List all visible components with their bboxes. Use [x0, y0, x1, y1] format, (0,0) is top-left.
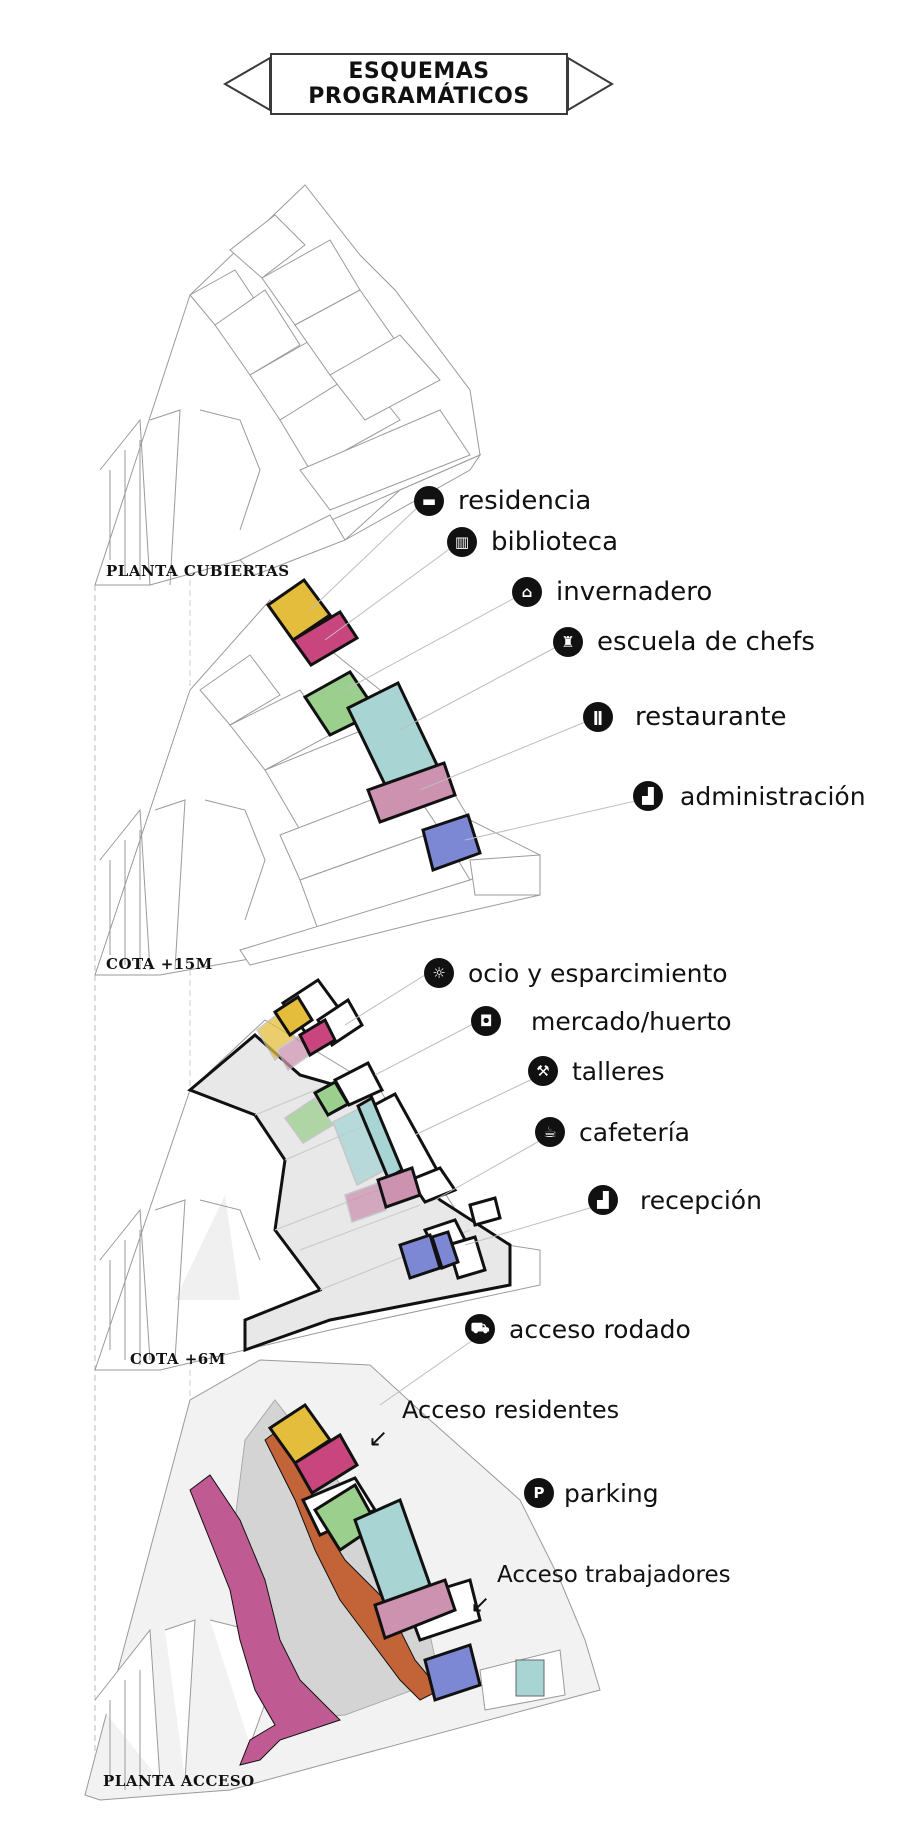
- legend-item-biblioteca: ▥ biblioteca: [447, 527, 618, 557]
- legend-label-talleres: talleres: [572, 1056, 665, 1086]
- block-recepcion-6: [430, 1230, 460, 1270]
- legend-item-talleres: ⚒ talleres: [528, 1056, 665, 1086]
- shopping-bag-icon: ◘: [471, 1006, 501, 1036]
- legend-label-acceso-rodado: acceso rodado: [509, 1314, 691, 1344]
- desk-icon: ▟: [633, 781, 663, 811]
- block-biblioteca-6: [298, 1017, 337, 1058]
- legend-item-mercado: ◘ mercado/huerto: [471, 1006, 732, 1036]
- arrow-down-left-icon: ↙: [368, 1424, 389, 1452]
- block-residencia-15: [265, 577, 333, 643]
- block-residencia-6: [272, 994, 315, 1038]
- block-restaurante-acceso: [373, 1578, 457, 1641]
- parking-icon: P: [524, 1478, 554, 1508]
- bed-icon: ▬: [414, 486, 444, 516]
- legend-item-ocio: ☼ ocio y esparcimiento: [424, 958, 728, 988]
- legend-label-biblioteca: biblioteca: [491, 527, 619, 557]
- book-icon: ▥: [447, 527, 477, 557]
- arrow-down-left-icon: ↙: [470, 1590, 491, 1618]
- floor-label-cota15: COTA +15M: [106, 955, 213, 973]
- floor-label-cubiertas: PLANTA CUBIERTAS: [106, 562, 290, 580]
- access-program-blocks: [267, 1402, 482, 1702]
- legend-item-cafeteria: ☕ cafetería: [535, 1117, 690, 1147]
- block-biblioteca-acceso: [292, 1432, 360, 1496]
- chef-hat-icon: ♜: [553, 627, 583, 657]
- access-parking-area: [479, 1649, 566, 1711]
- coffee-icon: ☕: [535, 1117, 565, 1147]
- legend-item-escuela: ♜ escuela de chefs: [553, 627, 815, 657]
- legend-item-administracion: ▟ administración: [633, 781, 866, 811]
- legend-item-restaurante: ǁ restaurante: [583, 702, 787, 732]
- block-restaurante-15: [366, 761, 457, 824]
- greenhouse-icon: ⌂: [512, 577, 542, 607]
- diagram-title: ESQUEMAS PROGRAMÁTICOS: [270, 53, 568, 115]
- title-right-arrow: [567, 56, 614, 112]
- block-parking-teal: [515, 1659, 545, 1697]
- cutlery-icon: ǁ: [583, 702, 613, 732]
- block-biblioteca-15: [290, 609, 360, 667]
- roof-plan: [94, 184, 482, 586]
- legend-item-invernadero: ⌂ invernadero: [512, 577, 712, 607]
- floor-label-cota6: COTA +6M: [130, 1350, 226, 1368]
- legend-label-mercado: mercado/huerto: [531, 1006, 732, 1036]
- legend-label-escuela: escuela de chefs: [597, 627, 815, 657]
- legend-label-recepcion: recepción: [640, 1185, 762, 1215]
- block-administracion-acceso: [423, 1643, 482, 1702]
- legend-label-ocio: ocio y esparcimiento: [468, 958, 728, 988]
- access-left-rooms: [94, 1619, 271, 1790]
- legend-item-parking: P parking: [524, 1478, 659, 1508]
- legend-item-acceso-rodado: ⛟ acceso rodado: [465, 1314, 691, 1344]
- block-invernadero-6: [312, 1079, 351, 1118]
- level-6-program-blocks: [272, 994, 460, 1280]
- legend-item-recepcion: ▟ recepción: [588, 1185, 762, 1215]
- workshop-icon: ⚒: [528, 1056, 558, 1086]
- block-administracion-15: [421, 813, 482, 872]
- floor-label-acceso: PLANTA ACCESO: [103, 1772, 255, 1790]
- legend-label-restaurante: restaurante: [635, 702, 787, 732]
- legend-label-invernadero: invernadero: [556, 577, 713, 607]
- legend-label-residencia: residencia: [458, 486, 592, 516]
- block-restaurante-6: [376, 1166, 422, 1209]
- block-administracion-6: [398, 1233, 442, 1280]
- title-line-1: ESQUEMAS: [348, 59, 490, 84]
- access-magenta-wall: [189, 1474, 341, 1766]
- access-label-residentes: Acceso residentes: [402, 1396, 620, 1424]
- legend-label-administracion: administración: [680, 781, 866, 811]
- title-left-arrow: [223, 56, 271, 112]
- leisure-icon: ☼: [424, 958, 454, 988]
- legend-label-cafeteria: cafetería: [579, 1117, 690, 1147]
- truck-icon: ⛟: [465, 1314, 495, 1344]
- reception-icon: ▟: [588, 1185, 618, 1215]
- level-15-program-blocks: [265, 577, 482, 872]
- access-label-trabajadores: Acceso trabajadores: [497, 1562, 731, 1588]
- level-6-ghost-blocks: [256, 1010, 387, 1223]
- legend-item-residencia: ▬ residencia: [414, 486, 591, 516]
- title-line-2: PROGRAMÁTICOS: [308, 84, 530, 109]
- legend-label-parking: parking: [564, 1478, 659, 1508]
- leader-lines: [309, 504, 641, 1406]
